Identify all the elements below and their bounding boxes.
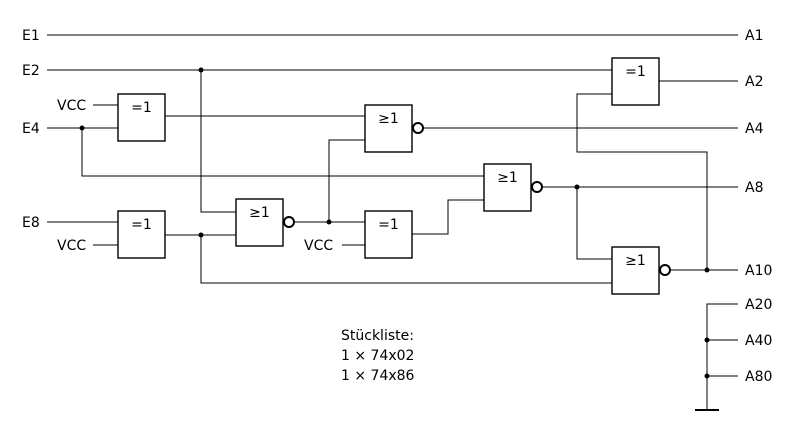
wire-nor1-branch: [328, 139, 365, 222]
wire-nor3-branch: [576, 187, 612, 260]
gate-nor-2: ≥1: [364, 104, 424, 153]
junction-dot: [704, 267, 710, 273]
gate-body: [364, 210, 413, 259]
output-label-a4: A4: [745, 121, 764, 137]
gate-body: [611, 246, 660, 295]
vcc-label: VCC: [57, 238, 86, 254]
junction-dot: [704, 337, 710, 343]
gate-symbol: ≥1: [625, 253, 646, 269]
junction-dot: [198, 67, 204, 73]
output-label-a40: A40: [745, 333, 772, 349]
output-label-a20: A20: [745, 297, 772, 313]
gate-nor-3: ≥1: [483, 163, 543, 212]
gate-symbol: =1: [625, 64, 646, 80]
wire-xor2-branch: [200, 235, 612, 284]
vcc-label: VCC: [304, 238, 333, 254]
gate-symbol: ≥1: [378, 111, 399, 127]
wire-xor3-out: [412, 199, 484, 235]
gate-xor-2: =1: [117, 210, 166, 259]
junction-dot: [198, 232, 204, 238]
gate-body: [235, 198, 284, 247]
gate-xor-4: =1: [611, 57, 660, 106]
gate-symbol: ≥1: [249, 205, 270, 221]
inverter-bubble: [531, 181, 543, 193]
gate-body: [483, 163, 532, 212]
gate-symbol: =1: [378, 217, 399, 233]
parts-list-item: 1 × 74x02: [341, 348, 414, 364]
gate-body: [117, 210, 166, 259]
output-label-a1: A1: [745, 28, 763, 44]
wire-xor4-in2: [576, 93, 708, 270]
gate-xor-1: =1: [117, 93, 166, 142]
gate-xor-3: =1: [364, 210, 413, 259]
input-label-e1: E1: [22, 28, 40, 44]
parts-list-title: Stückliste:: [341, 328, 414, 344]
gate-symbol: =1: [131, 100, 152, 116]
parts-list-item: 1 × 74x86: [341, 368, 415, 384]
inverter-bubble: [283, 216, 295, 228]
vcc-label: VCC: [57, 98, 86, 114]
input-label-e4: E4: [22, 121, 40, 137]
gate-nor-4: ≥1: [611, 246, 671, 295]
inverter-bubble: [412, 122, 424, 134]
output-label-a2: A2: [745, 74, 763, 90]
junction-dot: [326, 219, 332, 225]
gate-symbol: ≥1: [497, 170, 518, 186]
output-label-a8: A8: [745, 180, 763, 196]
gate-nor-1: ≥1: [235, 198, 295, 247]
gate-body: [364, 104, 413, 153]
input-label-e2: E2: [22, 63, 40, 79]
junctions: [79, 67, 710, 379]
junction-dot: [574, 184, 580, 190]
wire-ground-bus: [706, 303, 738, 410]
gate-symbol: =1: [131, 217, 152, 233]
gate-body: [117, 93, 166, 142]
inverter-bubble: [659, 264, 671, 276]
parts-list: Stückliste: 1 × 74x02 1 × 74x86: [341, 328, 415, 384]
wire-e2-branch: [200, 70, 236, 213]
input-label-e8: E8: [22, 215, 40, 231]
wire-e4-branch: [81, 128, 484, 177]
junction-dot: [79, 125, 85, 131]
output-label-a80: A80: [745, 369, 772, 385]
gate-body: [611, 57, 660, 106]
output-label-a10: A10: [745, 263, 772, 279]
junction-dot: [704, 373, 710, 379]
